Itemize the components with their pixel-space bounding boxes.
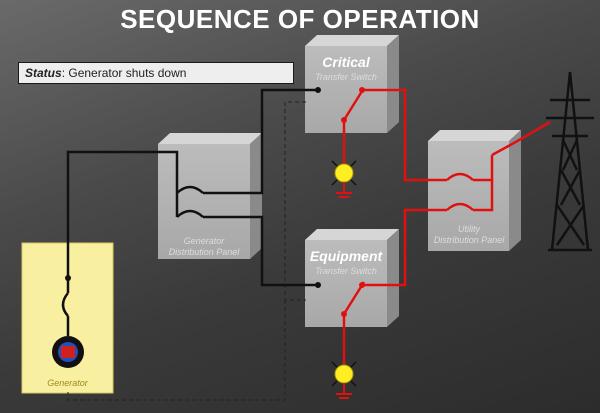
utility-panel-label-line1: Utility — [458, 224, 480, 234]
generator-panel-label-line2: Distribution Panel — [168, 247, 240, 257]
critical-switch-subtitle: Transfer Switch — [315, 72, 377, 82]
equipment-switch-name: Equipment — [309, 248, 383, 264]
utility-tower-icon — [546, 71, 594, 252]
critical-lamp-icon — [331, 160, 357, 198]
critical-transfer-switch-box — [305, 35, 399, 133]
equipment-transfer-switch-box — [305, 229, 399, 327]
control-wiring-dashed — [67, 101, 306, 401]
generator-circuit-wiring — [61, 88, 318, 336]
status-value: : Generator shuts down — [61, 66, 187, 80]
generator-distribution-panel — [158, 133, 262, 259]
generator-icon — [52, 336, 84, 368]
utility-panel-label-line2: Distribution Panel — [433, 235, 505, 245]
critical-switch-blade — [342, 87, 366, 121]
equipment-lamp-icon — [331, 361, 357, 399]
utility-distribution-panel — [428, 130, 521, 251]
equipment-switch-subtitle: Transfer Switch — [315, 266, 377, 276]
utility-power-wiring — [342, 88, 551, 364]
equipment-switch-blade — [342, 281, 366, 315]
generator-label: Generator — [47, 378, 88, 388]
page-title: SEQUENCE OF OPERATION — [120, 4, 480, 34]
status-box: Status: Generator shuts down — [18, 62, 294, 84]
critical-switch-name: Critical — [322, 54, 370, 70]
generator-panel-label-line1: Generator — [183, 236, 225, 246]
status-label: Status — [25, 66, 62, 80]
